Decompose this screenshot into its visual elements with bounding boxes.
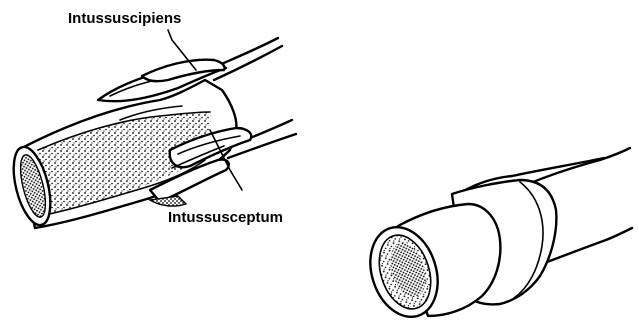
external-intestine-illustration bbox=[359, 148, 632, 326]
cutaway-intestine-illustration bbox=[7, 38, 296, 229]
label-intussuscipiens: Intussuscipiens bbox=[68, 10, 181, 27]
label-intussusceptum: Intussusceptum bbox=[168, 209, 283, 226]
